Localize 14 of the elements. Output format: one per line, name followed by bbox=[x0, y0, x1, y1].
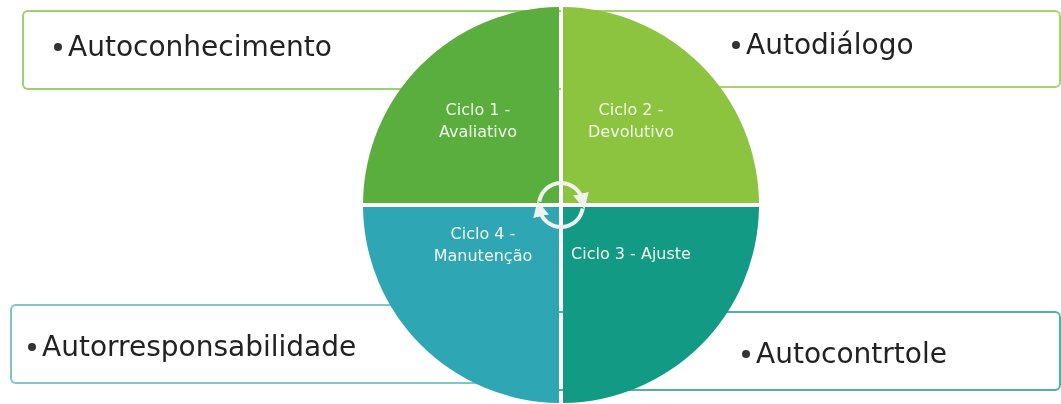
quadrant-label: Ciclo 2 - Devolutivo bbox=[587, 99, 675, 143]
curved-arrow bbox=[533, 200, 585, 229]
bullet-text: Autorresponsabilidade bbox=[42, 330, 357, 363]
bullet-text: Autodiálogo bbox=[746, 28, 914, 61]
text-box bbox=[22, 10, 400, 90]
text-box bbox=[722, 10, 1061, 88]
curved-arrow bbox=[537, 181, 589, 210]
text-box bbox=[10, 304, 390, 384]
quadrant-label: Ciclo 4 - Manutenção bbox=[432, 223, 534, 267]
quadrant-label: Ciclo 3 - Ajuste bbox=[571, 243, 691, 265]
text-box bbox=[728, 311, 1061, 391]
bullet-text: Autocontrtole bbox=[756, 337, 947, 370]
quadrant-label: Ciclo 1 - Avaliativo bbox=[438, 99, 518, 143]
bullet-text: Autoconhecimento bbox=[68, 30, 332, 63]
